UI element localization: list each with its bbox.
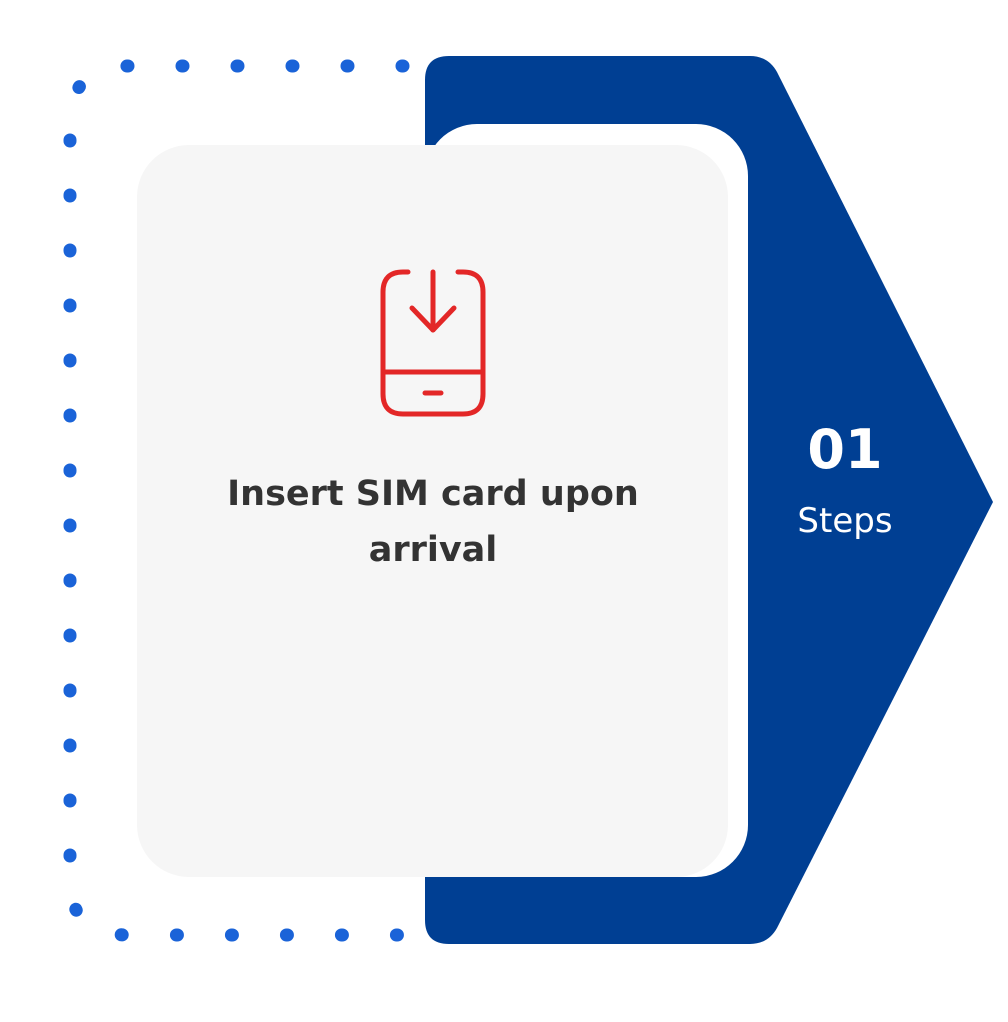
step-number: 01 [807,418,883,481]
step-label: Steps [797,501,893,541]
step-card [137,145,728,877]
step-title: Insert SIM card upon arrival [227,474,639,570]
phone-download-icon [380,269,486,417]
